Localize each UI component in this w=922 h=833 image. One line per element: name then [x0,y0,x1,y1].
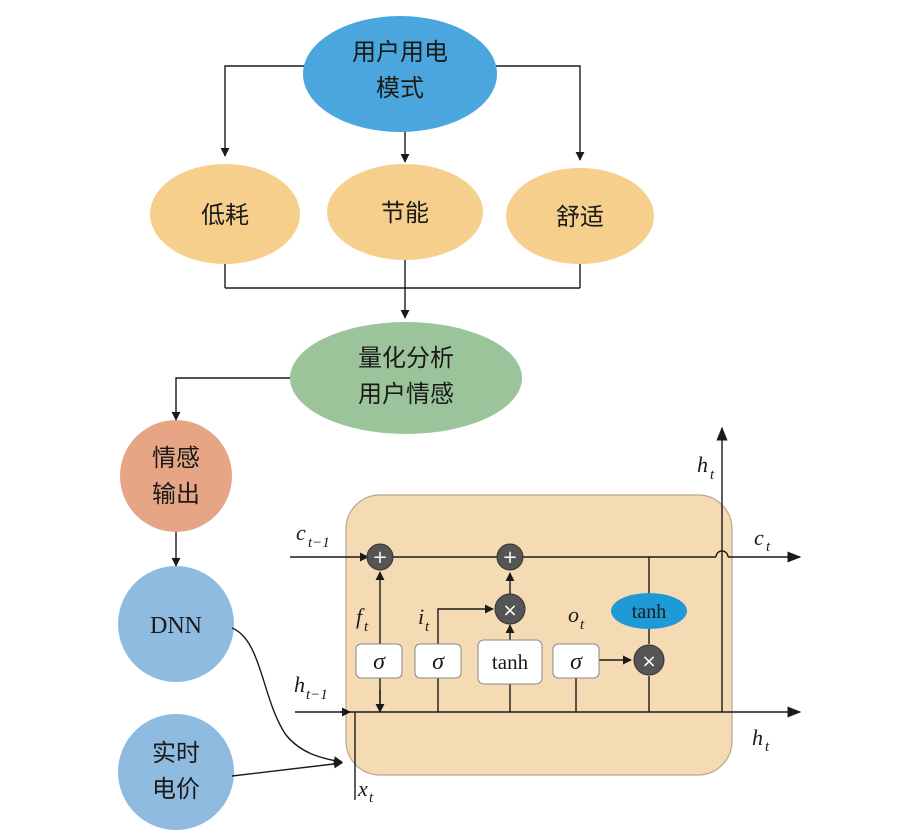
node-comfort-label: 舒适 [556,203,604,231]
tanh-cell-node: tanh [611,593,687,629]
gate-input-sigma: σ [432,649,445,675]
label-c-prev-main: c [296,520,306,545]
op-forget-plus: + [366,543,394,571]
label-c-out: c t [754,525,771,555]
label-h-out: h t [752,725,770,755]
gate-output: σ [552,643,600,679]
node-price-line1: 实时 [152,739,200,767]
gate-input: σ [414,643,462,679]
label-h-prev: h t−1 [294,672,328,703]
label-f-gate: f t [356,604,369,635]
op-output-times: × [633,644,665,676]
tanh-cell-label: tanh [632,601,666,623]
node-user-electricity-mode: 用户用电 模式 [303,16,497,132]
node-price-shape [118,714,234,830]
arrow-top-to-comfort [496,65,585,161]
gate-output-sigma: σ [570,649,583,675]
arrow-top-to-low [220,65,305,157]
label-c-prev-sub: t−1 [308,535,330,551]
lstm-connectors [290,426,802,800]
gate-forget-sigma: σ [373,649,386,675]
times-symbol-2: × [641,651,656,672]
node-dnn-shape [118,566,234,682]
plus-symbol-2: + [502,547,517,568]
i-to-times [437,604,494,644]
label-i-gate: i t [418,604,430,635]
label-f-sub: t [364,619,369,635]
label-h-prev-sub: t−1 [306,687,328,703]
curve-dnn-to-x [231,627,343,766]
node-comfort-shape [506,168,654,264]
gate-forget: σ [355,643,403,679]
gate-candidate-tanh: tanh [492,650,529,674]
node-emotion-line1: 情感 [152,444,200,472]
node-emotion-line2: 输出 [152,480,200,508]
arrow-quant-to-emotion [171,377,292,421]
node-quantify-emotion: 量化分析 用户情感 [290,322,522,434]
plus-symbol-1: + [372,547,387,568]
label-c-out-sub: t [766,539,771,555]
flow-connectors [171,65,585,567]
label-h-top-main: h [697,452,708,477]
label-i-main: i [418,604,424,629]
label-o-main: o [568,602,579,627]
node-dnn-label: DNN [150,613,202,639]
gate-candidate: tanh [477,639,543,685]
label-x-in-main: x [357,776,368,801]
op-input-times: × [494,593,526,625]
label-h-prev-main: h [294,672,305,697]
op-input-plus: + [496,543,524,571]
node-save-label: 节能 [381,199,429,227]
lstm-cell-box [345,494,733,776]
label-h-out-main: h [752,725,763,750]
node-low-consumption: 低耗 [150,164,300,264]
label-h-top: h t [697,452,715,483]
node-realtime-price: 实时 电价 [118,714,234,830]
label-f-main: f [356,604,365,629]
label-i-sub: t [425,619,430,635]
node-low-shape [150,164,300,264]
node-top-line1: 用户用电 [352,38,448,66]
node-price-line2: 电价 [152,775,200,803]
node-save-shape [327,164,483,260]
node-quant-line2: 用户情感 [358,380,454,408]
node-quant-line1: 量化分析 [358,344,454,372]
label-o-gate: o t [568,602,585,633]
label-h-top-sub: t [710,467,715,483]
node-top-shape [303,16,497,132]
label-x-in-sub: t [369,790,374,806]
node-energy-saving: 节能 [327,164,483,260]
label-c-out-main: c [754,525,764,550]
label-o-sub: t [580,617,585,633]
node-comfort: 舒适 [506,168,654,264]
node-emotion-output: 情感 输出 [120,420,232,532]
node-top-line2: 模式 [376,74,424,102]
arrow-price-to-x [231,759,343,777]
label-h-out-sub: t [765,739,770,755]
node-quant-shape [290,322,522,434]
node-dnn: DNN [118,566,234,682]
label-x-in: x t [357,776,374,806]
node-emotion-shape [120,420,232,532]
times-symbol-1: × [502,600,517,621]
label-c-prev: c t−1 [296,520,330,551]
node-low-label: 低耗 [201,201,249,229]
